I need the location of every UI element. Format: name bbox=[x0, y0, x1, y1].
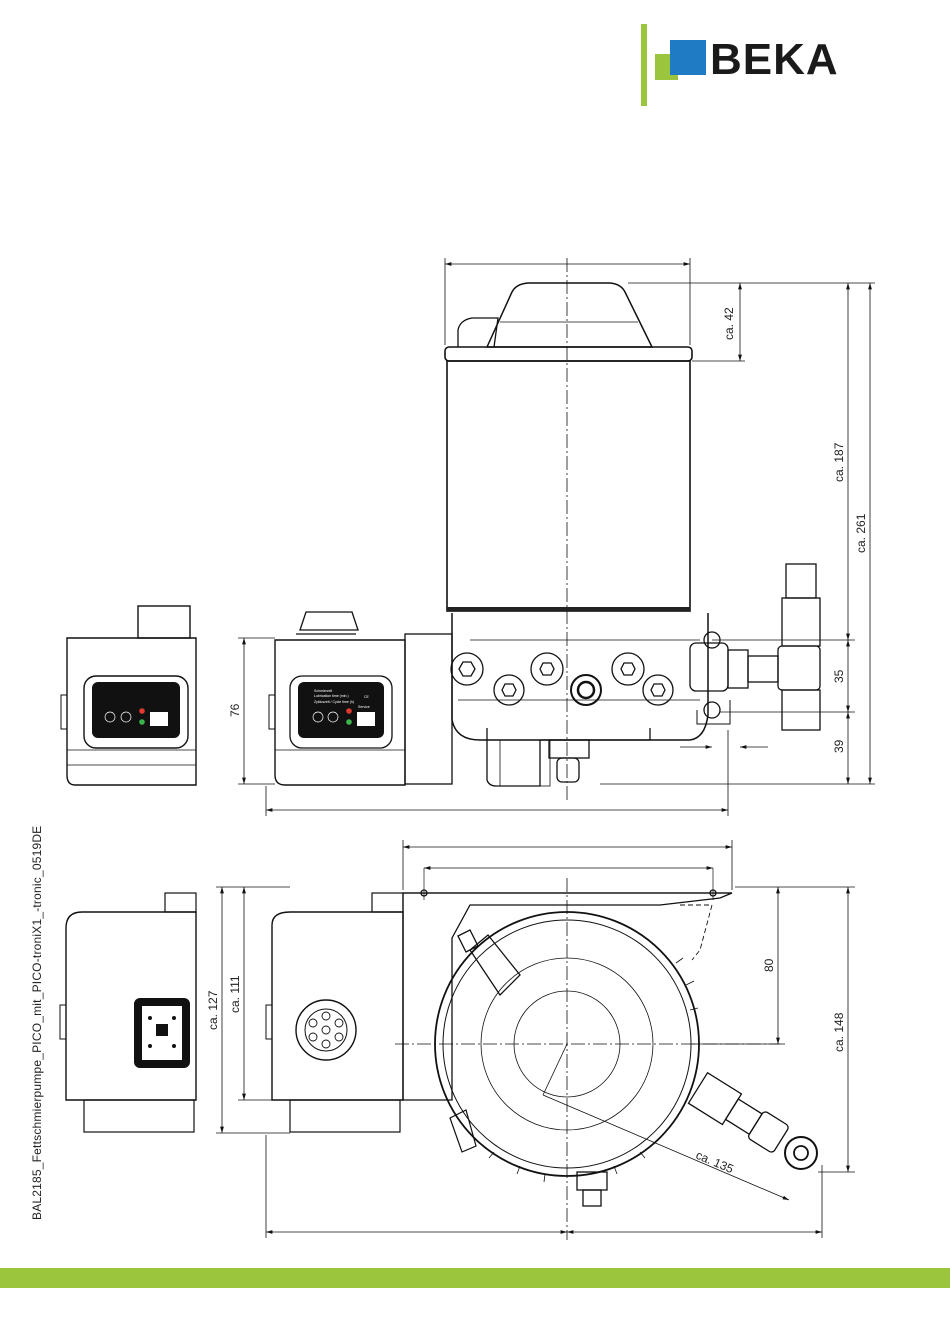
control-panel-standalone bbox=[92, 682, 180, 738]
document-reference: BAL2185_Fettschmierpumpe_PICO_mit_PICO-t… bbox=[30, 826, 44, 1220]
lower-dimension-lines bbox=[216, 840, 855, 1238]
beka-logo: BEKA bbox=[641, 24, 839, 106]
dim-housing-depth-a: ca. 127 bbox=[206, 990, 220, 1030]
dim-reservoir-height: ca. 187 bbox=[832, 442, 846, 482]
panel-label-1: Schmierzeit bbox=[314, 689, 332, 693]
dim-overall-depth: ca. 148 bbox=[832, 1012, 846, 1052]
dim-cap-height: ca. 42 bbox=[722, 307, 736, 340]
dim-mount-height: 39 bbox=[832, 739, 846, 753]
panel-label-3: Zykluszeit / Cycle time (h) bbox=[314, 700, 354, 704]
hex-plug bbox=[451, 653, 483, 685]
footer-green-bar bbox=[0, 1268, 950, 1288]
dim-flange-depth: 80 bbox=[762, 958, 776, 972]
panel-label-2: Lubrication time (min.) bbox=[314, 694, 349, 698]
plug-connector-icon bbox=[134, 998, 190, 1068]
lower-dimension-labels: 80 ca. 148 ca. 127 ca. 111 ca. 135 bbox=[206, 958, 846, 1176]
control-panel-pump: Schmierzeit Lubrication time (min.) Zykl… bbox=[298, 682, 384, 738]
logo-wordmark: BEKA bbox=[710, 35, 839, 84]
dim-outlet-offset: 35 bbox=[832, 669, 846, 683]
connector-pins bbox=[309, 1012, 343, 1048]
dim-housing-depth-b: ca. 111 bbox=[228, 975, 242, 1013]
dim-housing-height: 76 bbox=[228, 703, 242, 717]
dim-swing-radius: ca. 135 bbox=[694, 1148, 736, 1176]
panel-label-service: Service bbox=[358, 705, 370, 709]
panel-ce-mark: CE bbox=[364, 695, 370, 699]
dim-overall-height: ca. 261 bbox=[854, 513, 868, 553]
